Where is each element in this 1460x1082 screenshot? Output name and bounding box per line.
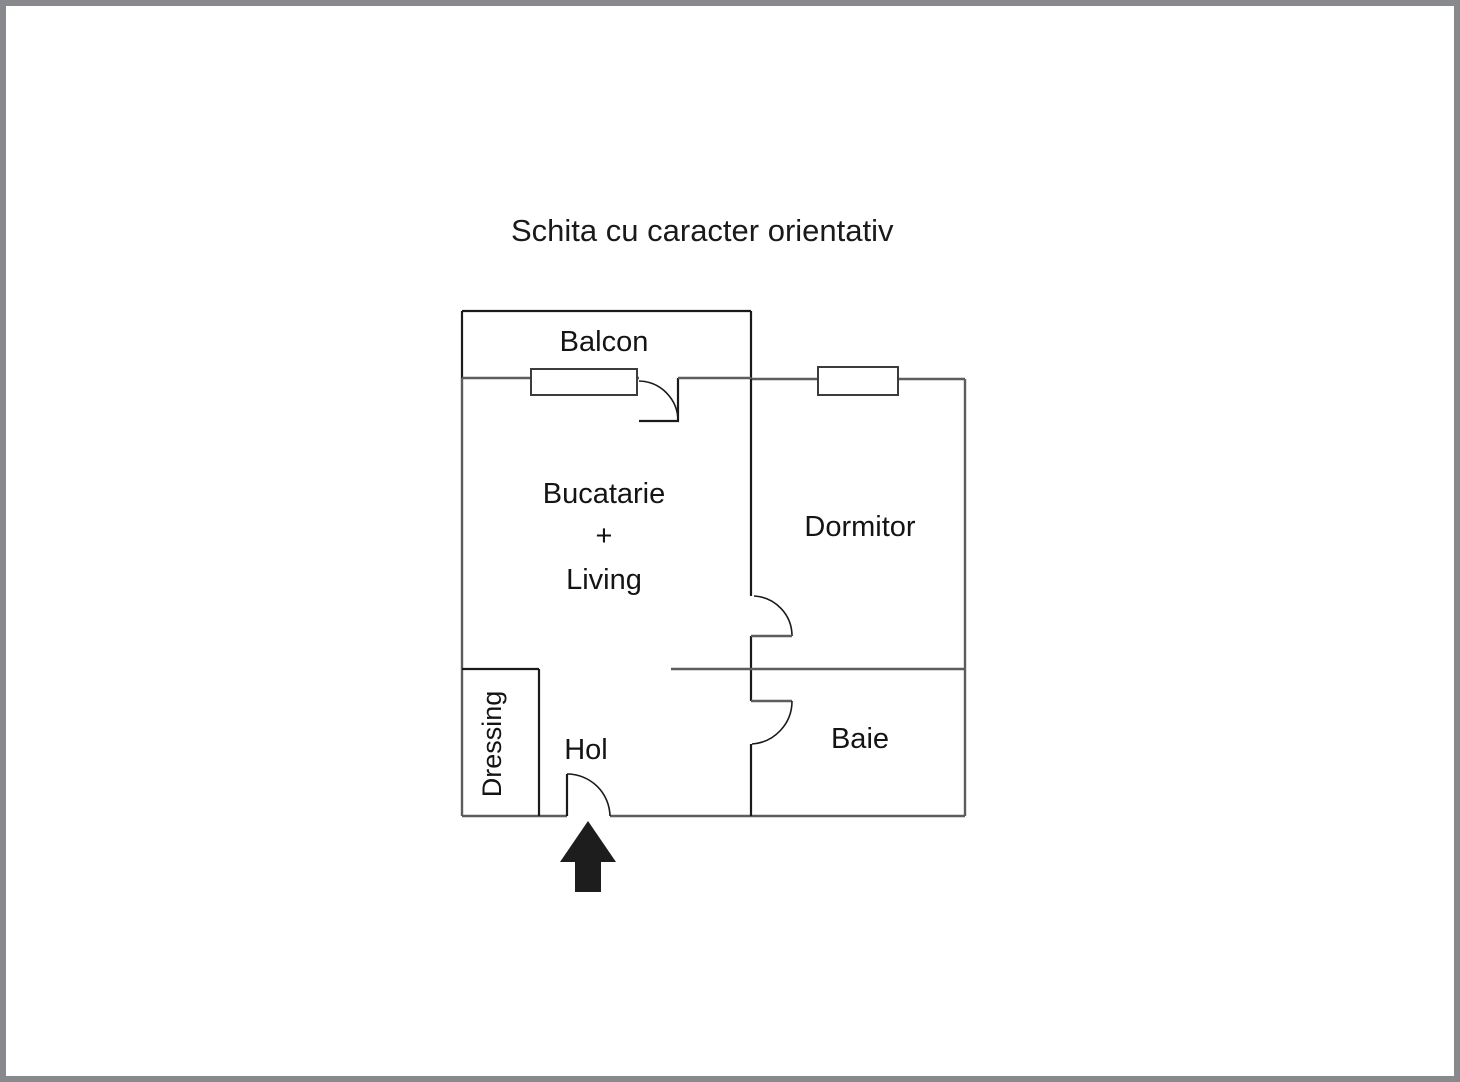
room-label-baie: Baie [831, 723, 889, 755]
room-label-dormitor: Dormitor [804, 511, 916, 543]
living-window [530, 368, 638, 396]
room-label-living: Living [566, 564, 642, 596]
entrance-arrow-icon [560, 821, 616, 892]
room-label-hol: Hol [564, 734, 608, 766]
dormitor-door-arc [753, 595, 793, 637]
balcony-door-arc [638, 380, 679, 422]
page-title: Schita cu caracter orientativ [511, 213, 894, 248]
baie-door-arc [751, 700, 793, 745]
room-label-bucatarie: Bucatarie [543, 478, 666, 510]
room-label-plus: + [596, 520, 613, 552]
floorplan-drawing: Schita cu caracter orientativ Balcon [460, 213, 967, 892]
room-label-dressing: Dressing [477, 691, 507, 798]
room-label-balcon: Balcon [560, 326, 649, 358]
dormitor-window [817, 366, 899, 396]
entry-door-arc [566, 773, 611, 817]
